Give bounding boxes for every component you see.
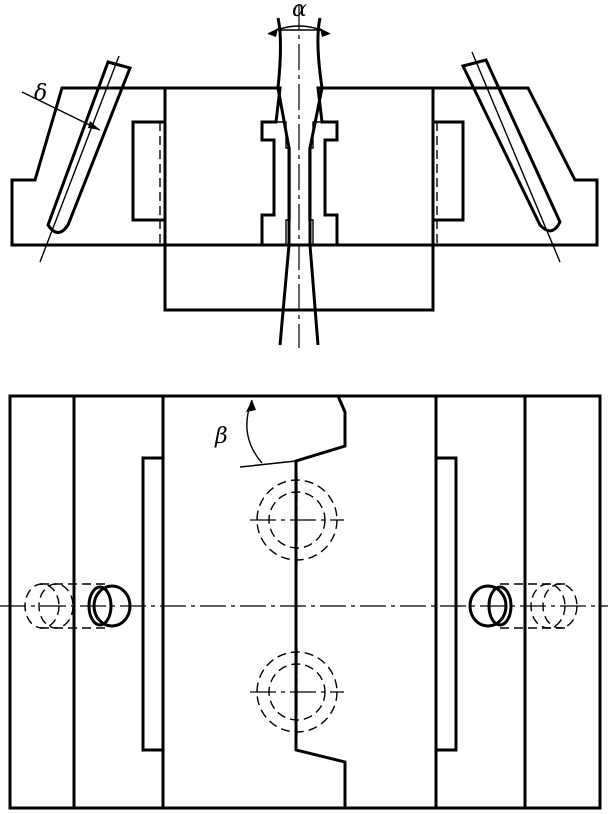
right-tube <box>460 51 562 263</box>
right-bushing <box>308 121 338 246</box>
lower-hidden-hole <box>250 648 344 736</box>
delta-label: δ <box>34 81 47 106</box>
right-pin <box>468 583 578 629</box>
beta-label: β <box>214 424 228 449</box>
left-slot <box>141 456 165 752</box>
upper-hidden-hole <box>250 476 344 564</box>
left-pin <box>24 583 132 629</box>
left-tube <box>39 55 133 263</box>
plan-outline <box>8 394 602 810</box>
right-insert <box>316 86 435 247</box>
alpha-label: α <box>292 0 307 22</box>
die-split-line <box>294 395 347 808</box>
left-pocket <box>131 120 167 222</box>
left-insert <box>163 86 282 247</box>
left-bushing <box>261 121 291 246</box>
wire <box>276 17 324 346</box>
right-slot <box>434 456 458 752</box>
right-pocket <box>431 120 465 222</box>
plan-view: β <box>0 394 608 810</box>
section-view: α δ <box>10 0 599 348</box>
